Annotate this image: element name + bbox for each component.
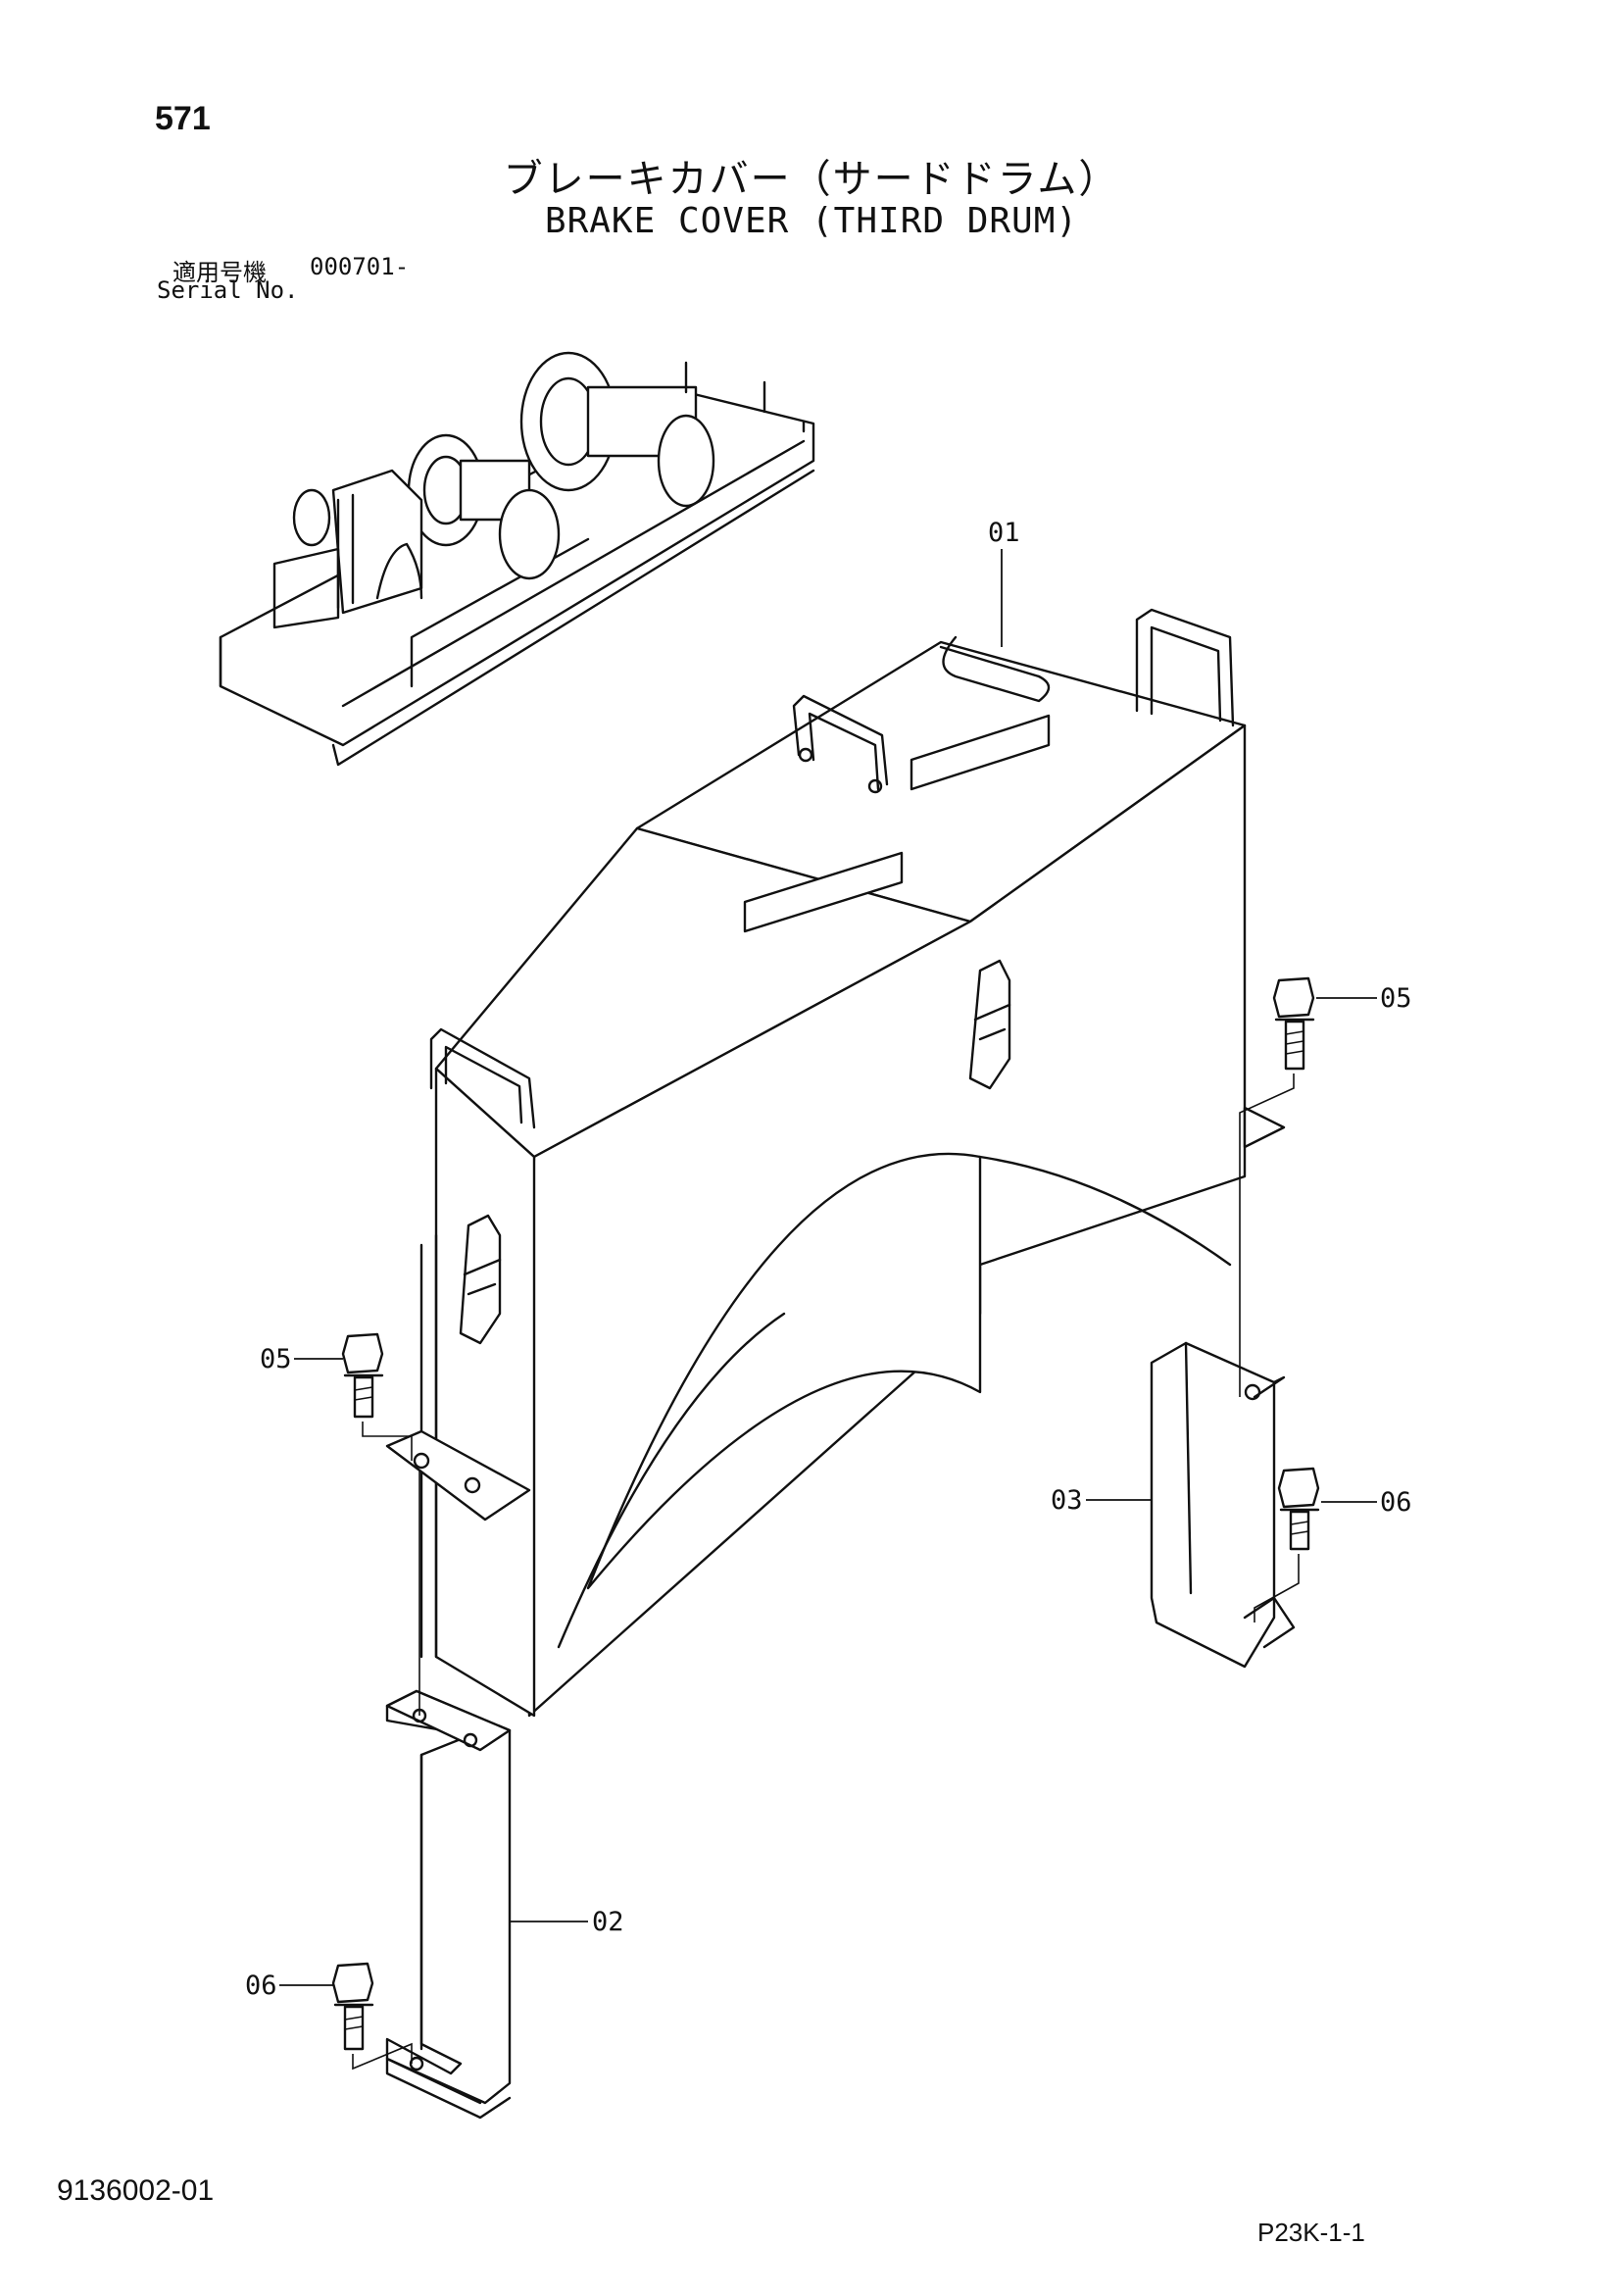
- location-thumbnail-winch-assembly: [219, 351, 815, 767]
- page-title-japanese: ブレーキカバー（サードドラム）: [503, 157, 1120, 202]
- part-06-bolt-left: [331, 1962, 374, 2051]
- part-05-bolt-left: [341, 1332, 384, 1419]
- serial-label-english: Serial No.: [157, 276, 299, 304]
- part-03-bracket: [1150, 1341, 1296, 1669]
- part-label-05-left: 05: [260, 1344, 292, 1374]
- page-title-english: BRAKE COVER (THIRD DRUM): [544, 201, 1079, 241]
- part-label-06-left: 06: [245, 1971, 277, 2001]
- part-02-bracket: [385, 1689, 512, 2120]
- part-label-01: 01: [988, 518, 1020, 548]
- serial-label-japanese: 適用号機: [172, 259, 267, 286]
- document-number: 9136002-01: [57, 2174, 215, 2207]
- leader-lines: [279, 549, 1377, 1986]
- part-01-brake-cover: [385, 608, 1286, 1718]
- part-label-05-right: 05: [1380, 983, 1412, 1014]
- part-05-bolt-right: [1272, 976, 1315, 1071]
- page-number: 571: [155, 100, 211, 137]
- page-code: P23K-1-1: [1257, 2218, 1365, 2247]
- part-label-03: 03: [1051, 1485, 1083, 1516]
- part-06-bolt-right: [1277, 1467, 1320, 1551]
- serial-number-value: 000701-: [310, 253, 410, 280]
- part-label-02: 02: [592, 1907, 624, 1937]
- part-label-06-right: 06: [1380, 1487, 1412, 1518]
- assembly-center-lines: [352, 1073, 1300, 2071]
